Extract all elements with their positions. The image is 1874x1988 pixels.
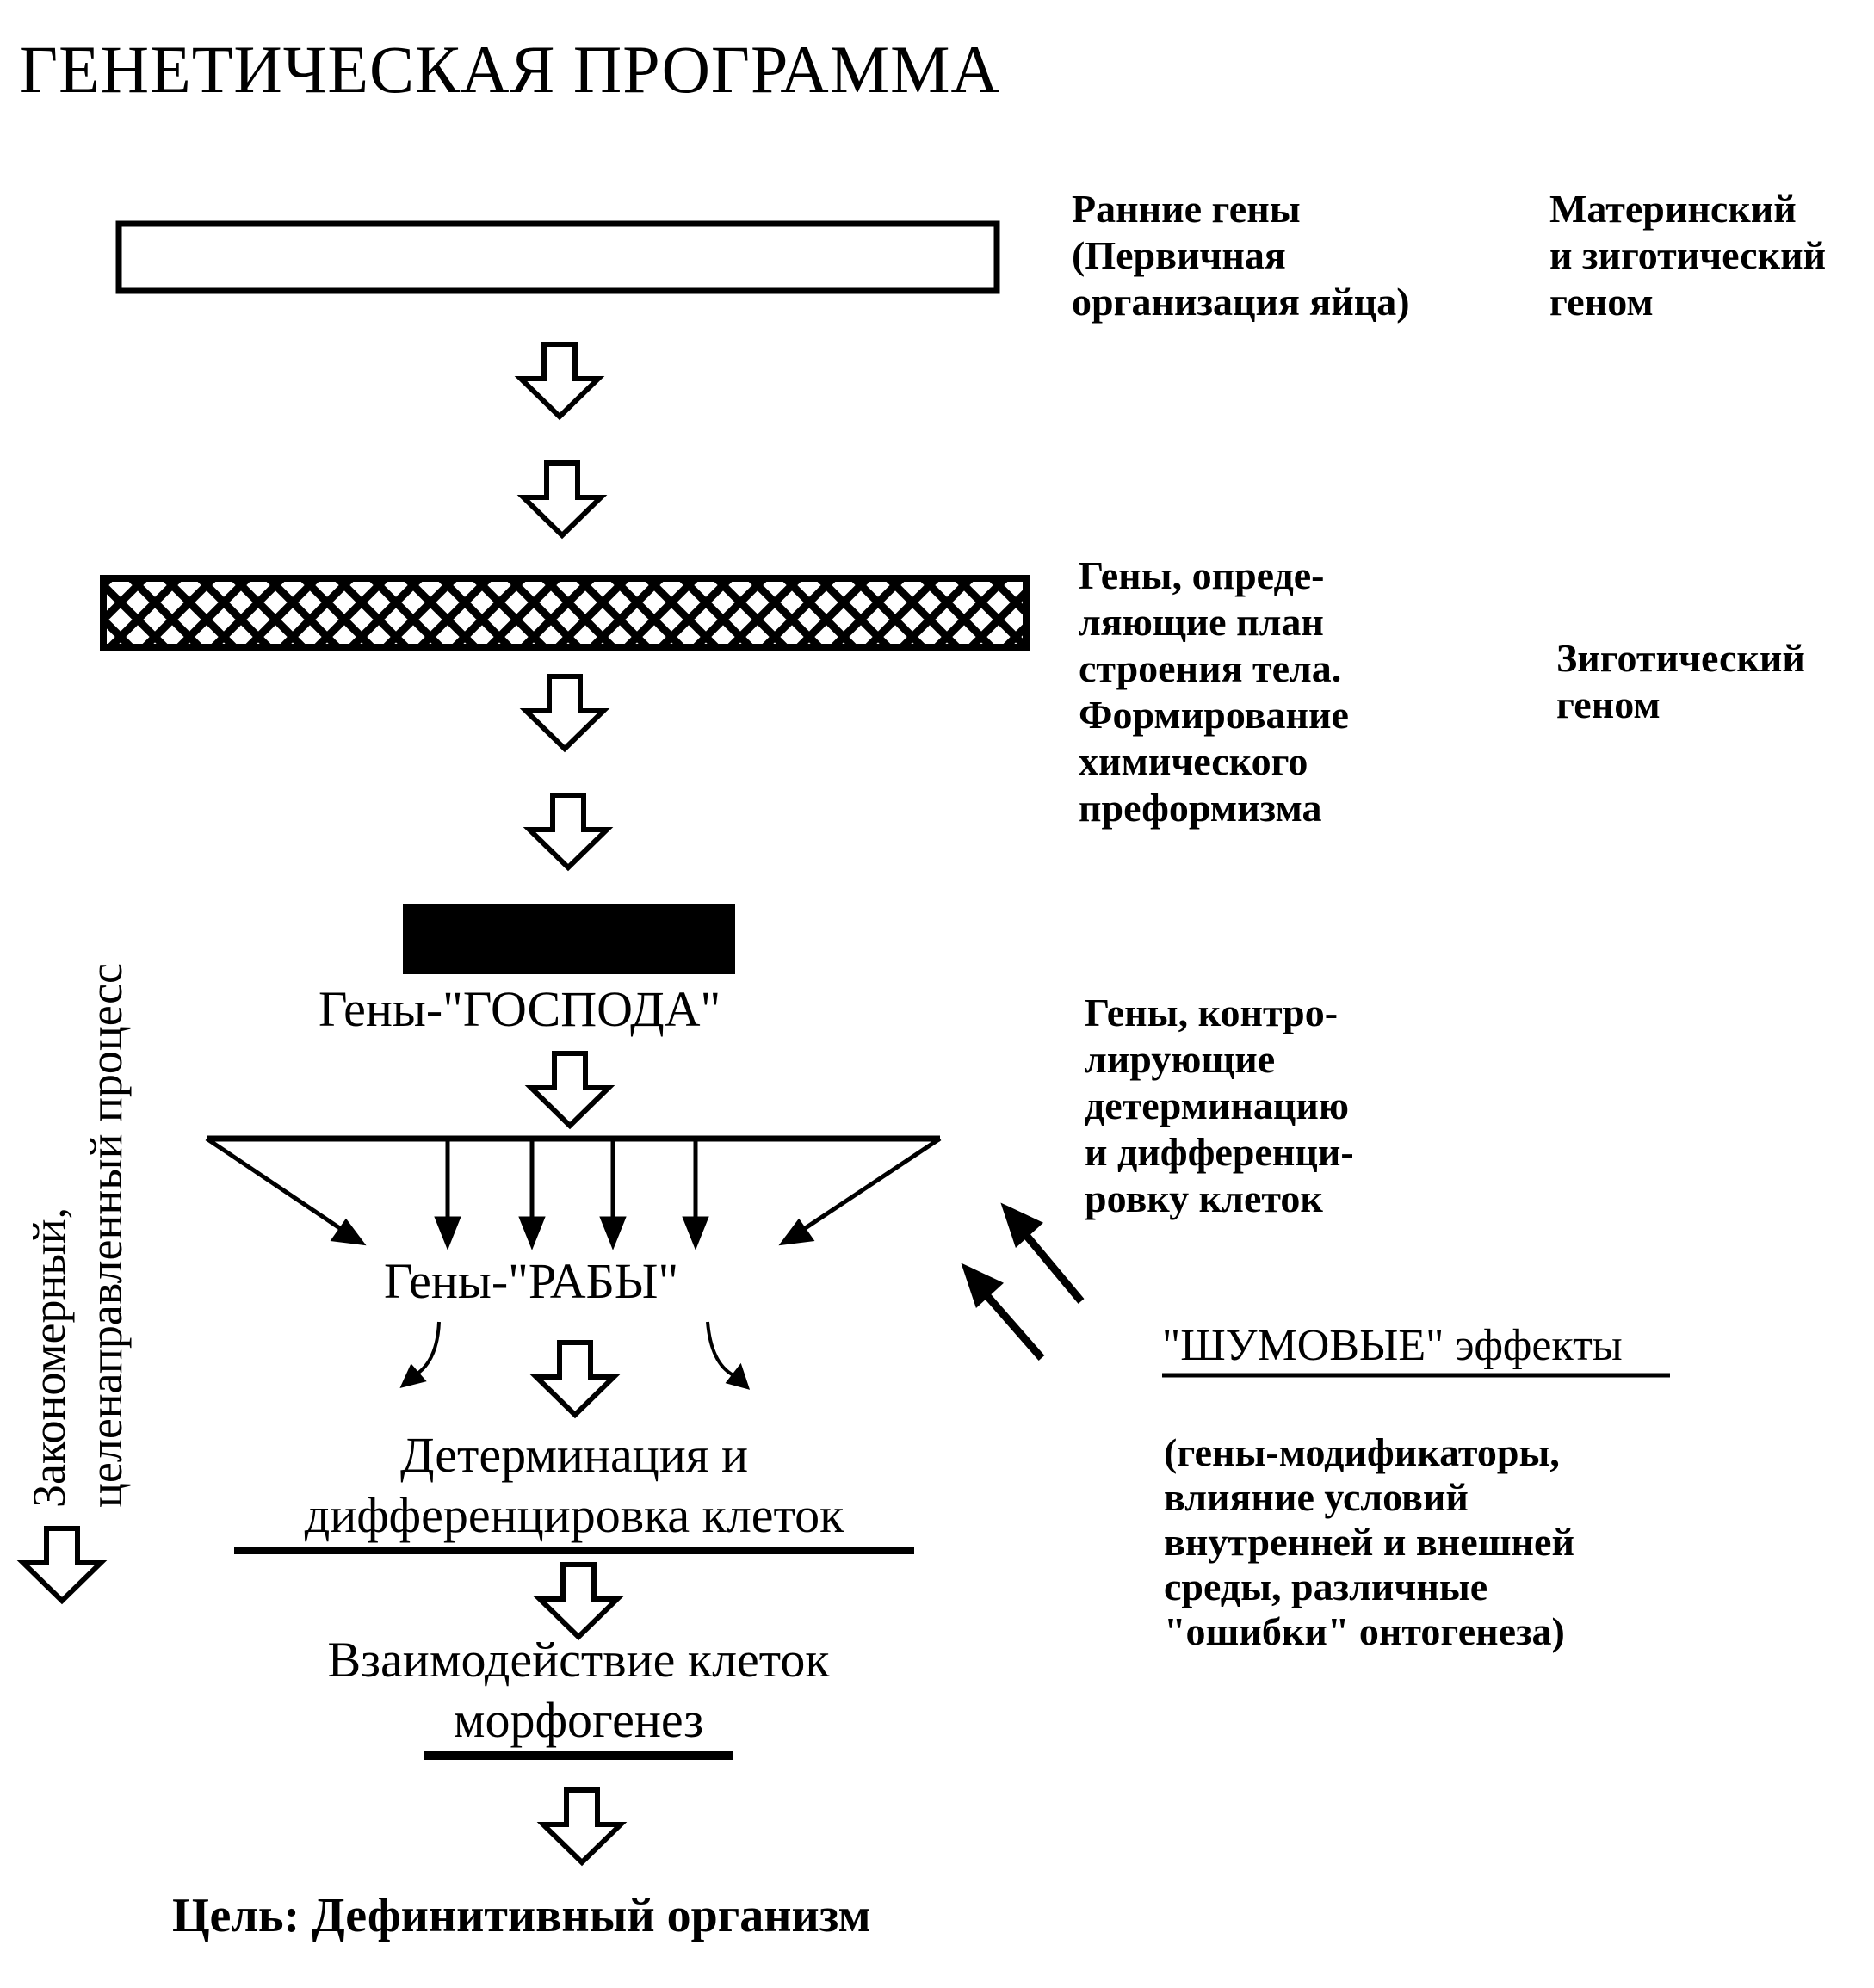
side-process-label: Закономерный, целенаправленный процесс (21, 963, 134, 1508)
side-down-arrow-icon (23, 1528, 101, 1601)
note-line: ровку клеток (1085, 1176, 1323, 1220)
note-line: химического (1079, 739, 1308, 783)
note-line: Материнский (1549, 187, 1797, 231)
note-line: Ранние гены (1072, 187, 1301, 231)
maternal-genome-note: Материнский и зиготический геном (1549, 186, 1826, 325)
note-line: лирующие (1085, 1037, 1276, 1081)
down-arrow-icon (540, 1565, 617, 1637)
note-line: детерминацию (1085, 1084, 1350, 1127)
down-arrow-icon (536, 1343, 614, 1415)
body-plan-genes-note: Гены, опреде- ляющие план строения тела.… (1079, 553, 1349, 831)
master-genes-label: Гены-"ГОСПОДА" (319, 981, 721, 1037)
control-genes-note: Гены, контро- лирующие детерминацию и ди… (1085, 990, 1354, 1222)
note-line: внутренней и внешней (1164, 1520, 1574, 1564)
body-plan-genes-bar (100, 575, 1030, 651)
page-title: ГЕНЕТИЧЕСКАЯ ПРОГРАММА (19, 32, 1000, 107)
noise-arrows (961, 1202, 1085, 1361)
note-line: преформизма (1079, 786, 1322, 830)
label-line: дифференцировка клеток (304, 1487, 844, 1543)
note-line: влияние условий (1164, 1475, 1469, 1519)
down-arrow-icon (526, 676, 603, 749)
early-genes-note: Ранние гены (Первичная организация яйца) (1072, 186, 1410, 325)
down-arrow-icon (523, 463, 601, 535)
down-arrow-icon (521, 344, 598, 417)
goal-label: Цель: Дефинитивный организм (172, 1889, 871, 1942)
down-arrow-icon (529, 795, 607, 867)
note-line: (Первичная (1072, 233, 1286, 277)
side-line: целенаправленный процесс (80, 962, 132, 1508)
label-line: морфогенез (453, 1692, 704, 1748)
fan-arrows (205, 1136, 942, 1250)
curved-arrows (399, 1321, 751, 1390)
label-line: Детерминация и (399, 1427, 749, 1483)
note-line: и дифференци- (1085, 1130, 1354, 1174)
down-arrow-icon (543, 1790, 621, 1862)
slave-genes-label: Гены-"РАБЫ" (384, 1253, 679, 1309)
note-line: Формирование (1079, 693, 1349, 737)
down-arrow-icon (531, 1053, 609, 1126)
noise-effects-note: (гены-модификаторы, влияние условий внут… (1164, 1430, 1574, 1654)
note-line: Зиготический (1556, 636, 1805, 680)
note-line: "ошибки" онтогенеза) (1164, 1609, 1565, 1653)
note-line: геном (1556, 682, 1661, 726)
note-line: строения тела. (1079, 646, 1342, 690)
note-line: ляющие план (1079, 600, 1324, 644)
note-line: (гены-модификаторы, (1164, 1430, 1560, 1474)
note-line: и зиготический (1549, 233, 1827, 277)
zygotic-genome-note: Зиготический геном (1556, 635, 1805, 728)
note-line: организация яйца) (1072, 280, 1410, 324)
note-line: Гены, контро- (1085, 991, 1339, 1034)
note-line: среды, различные (1164, 1565, 1488, 1608)
noise-effects-heading: "ШУМОВЫЕ" эффекты (1162, 1321, 1623, 1370)
note-line: геном (1549, 280, 1654, 324)
note-line: Гены, опреде- (1079, 553, 1325, 597)
master-genes-bar (403, 904, 735, 974)
determination-label: Детерминация и дифференцировка клеток (234, 1425, 914, 1546)
interaction-label: Взаимодействие клеток морфогенез (258, 1630, 899, 1750)
label-line: Взаимодействие клеток (327, 1632, 830, 1688)
early-genes-bar (115, 220, 1000, 294)
side-line: Закономерный, (23, 1207, 75, 1508)
